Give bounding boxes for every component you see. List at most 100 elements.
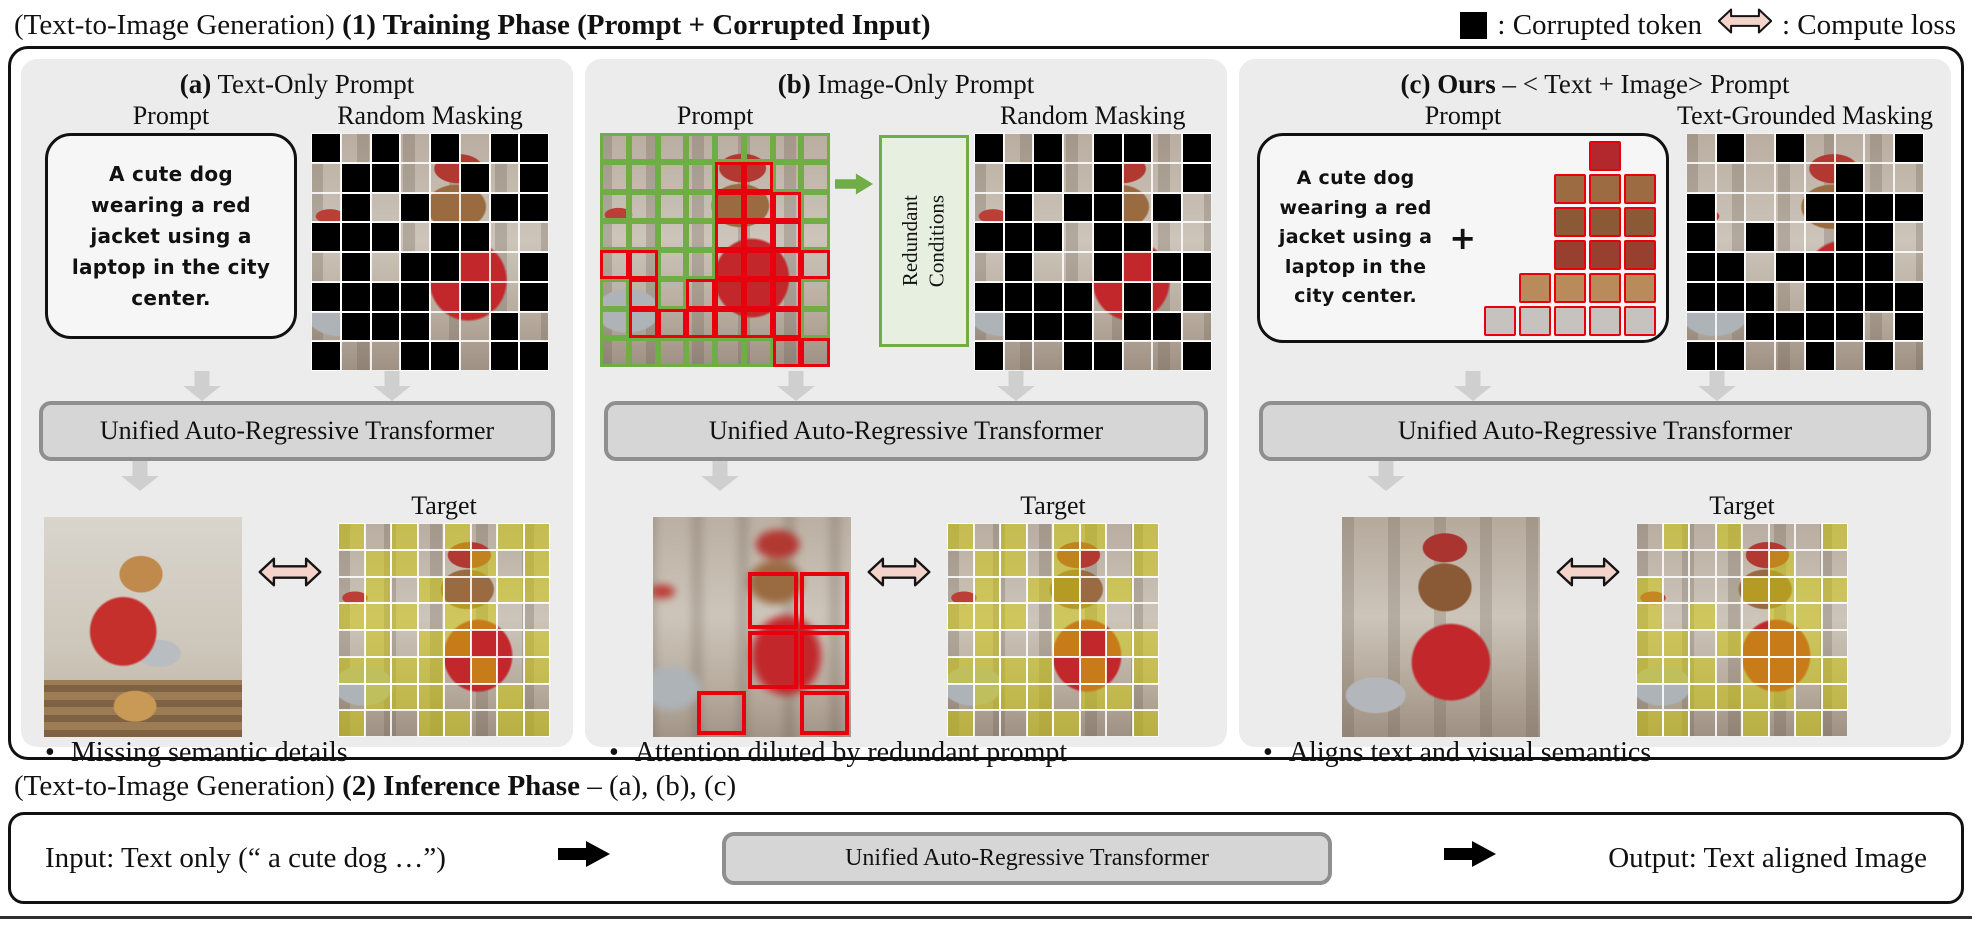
down-arrow-icon	[1697, 371, 1736, 401]
tint-cell	[1053, 523, 1080, 550]
tint-cell	[1079, 549, 1106, 577]
tint-cell	[1106, 710, 1133, 737]
tint-cell	[364, 523, 391, 550]
tint-cell	[497, 603, 524, 630]
patch-cell	[1554, 305, 1586, 336]
tint-cell	[417, 656, 444, 684]
target-tint-overlay	[338, 523, 550, 737]
tint-cell	[1795, 656, 1822, 684]
patch-cell	[1589, 305, 1621, 336]
panel-text-only: (a) Text-Only Prompt Prompt A cute dog w…	[21, 59, 573, 768]
mask-cell	[1864, 281, 1895, 312]
tint-cell	[1662, 549, 1689, 577]
patch-cell	[1589, 239, 1621, 270]
tint-cell	[973, 630, 1000, 657]
random-masking-grid	[973, 133, 1212, 371]
border-cell	[772, 250, 802, 280]
mask-cell	[459, 252, 490, 282]
border-cell	[628, 250, 658, 280]
mask-cell	[1745, 341, 1776, 371]
panel-a-masking-col: Random Masking	[311, 101, 549, 371]
tint-cell	[1821, 656, 1848, 684]
tint-cell	[1132, 549, 1159, 577]
border-cell	[801, 279, 831, 309]
mask-cell	[311, 162, 341, 193]
tint-cell	[391, 683, 418, 711]
panel-b-prompt-col: Prompt	[600, 101, 831, 367]
tint-cell	[391, 523, 418, 550]
patch-cell	[1624, 272, 1656, 303]
mask-cell	[1003, 162, 1034, 193]
tint-cell	[1795, 523, 1822, 550]
mask-cell	[1715, 222, 1746, 252]
mask-cell	[489, 222, 520, 252]
panel-a-arrow2	[31, 461, 563, 491]
tint-cell	[947, 576, 974, 604]
mask-grid-overlay	[311, 133, 549, 371]
mask-cell	[340, 133, 371, 163]
mask-cell	[489, 133, 520, 163]
tint-cell	[470, 710, 497, 737]
tint-cell	[1715, 710, 1742, 737]
border-cell	[628, 337, 658, 367]
down-arrow-icon	[997, 371, 1035, 401]
tint-cell	[1821, 576, 1848, 604]
mask-cell	[489, 252, 520, 282]
prompt-text: A cute dog wearing a red jacket using a …	[1278, 167, 1433, 308]
tint-cell	[417, 576, 444, 604]
tint-cell	[1768, 576, 1795, 604]
panel-ours: (c) Ours – < Text + Image> Prompt Prompt…	[1239, 59, 1951, 768]
mask-cell	[311, 192, 341, 223]
border-cell	[715, 133, 744, 163]
legend: : Corrupted token : Compute loss	[1460, 5, 1956, 45]
border-cell	[600, 133, 629, 163]
mask-cell	[400, 252, 430, 282]
mask-cell	[1894, 252, 1924, 282]
tint-cell	[1053, 630, 1080, 657]
border-cell	[715, 337, 744, 367]
mask-cell	[1122, 192, 1153, 223]
target-label: Target	[411, 491, 477, 520]
border-cell	[628, 133, 658, 163]
tint-cell	[1821, 630, 1848, 657]
tint-cell	[497, 523, 524, 550]
mask-cell	[519, 341, 549, 371]
tint-cell	[364, 710, 391, 737]
panel-b-arrows	[595, 371, 1217, 401]
mask-cell	[1775, 341, 1805, 371]
tint-cell	[391, 576, 418, 604]
border-cell	[600, 162, 629, 192]
tint-cell	[470, 630, 497, 657]
tint-cell	[1026, 656, 1053, 684]
bullet-marker: •	[609, 737, 619, 768]
tint-cell	[1106, 576, 1133, 604]
mask-cell	[340, 341, 371, 371]
border-cell	[743, 250, 773, 280]
tint-cell	[1742, 656, 1769, 684]
tint-cell	[391, 549, 418, 577]
tint-cell	[444, 523, 471, 550]
mask-cell	[311, 281, 341, 312]
patch-cell	[1484, 305, 1516, 336]
border-cell	[743, 279, 773, 309]
tint-cell	[1689, 630, 1716, 657]
panel-b-bullet: • Attention diluted by redundant prompt	[595, 737, 1217, 769]
mask-cell	[1894, 162, 1924, 193]
tint-cell	[470, 523, 497, 550]
tint-cell	[1768, 630, 1795, 657]
mask-cell	[1685, 311, 1716, 342]
mask-cell	[1804, 222, 1835, 252]
mask-cell	[1745, 222, 1776, 252]
tint-cell	[1662, 683, 1689, 711]
panel-c-prompt-col: Prompt A cute dog wearing a red jacket u…	[1257, 101, 1669, 343]
prompt-label: Prompt	[132, 101, 210, 130]
mask-cell	[1864, 252, 1895, 282]
bullet-marker: •	[45, 737, 55, 768]
tint-cell	[338, 603, 365, 630]
attention-red-box	[799, 631, 850, 689]
panel-a-title: (a) Text-Only Prompt	[31, 67, 563, 101]
tint-cell	[1742, 549, 1769, 577]
down-arrow-icon	[373, 371, 411, 401]
mask-cell	[1063, 162, 1093, 193]
border-cell	[600, 308, 629, 338]
